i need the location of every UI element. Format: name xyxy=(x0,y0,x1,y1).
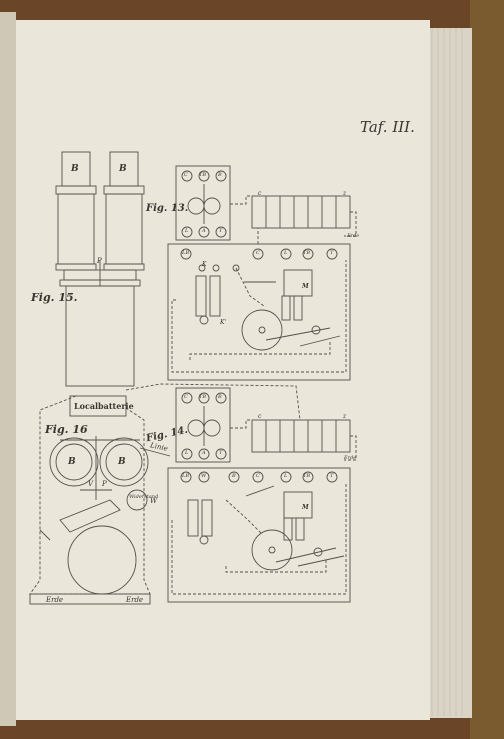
fig15-coil-left-label: B xyxy=(71,164,79,174)
fig16-earth-right-label: Erde xyxy=(126,596,144,604)
fig13-terminal-b: B xyxy=(218,172,222,178)
fig13-board-l: L xyxy=(284,250,288,256)
fig16-w-label: W xyxy=(150,497,158,505)
fig14-earth-label: Erde xyxy=(344,455,357,461)
fig13-board-lb: LB xyxy=(182,250,189,256)
fig14-terminal-c: C xyxy=(184,394,188,400)
fig14-terminal-a: A xyxy=(202,450,206,456)
fig16-coil-right-label: B xyxy=(118,457,126,467)
fig14-board-w: W xyxy=(201,473,207,479)
fig13-battery-c: c xyxy=(258,190,262,197)
fig16-caption: Fig. 16 xyxy=(45,423,88,436)
fig14-terminal-t: T xyxy=(219,450,223,456)
fig13-board-t: T xyxy=(330,250,334,256)
fig13-terminal-l: L xyxy=(185,228,189,234)
plate-title: Taf. III. xyxy=(360,118,415,136)
marbled-cover xyxy=(470,0,504,739)
fig14-terminal-tb: TB xyxy=(199,394,207,400)
fig14-board-lb: LB xyxy=(182,473,189,479)
fig14-board-b: B xyxy=(232,473,236,479)
fig13-board-c: C xyxy=(256,250,260,256)
fig15-pole-label: P xyxy=(97,257,102,265)
localbatterie-box xyxy=(69,395,127,417)
plate-page xyxy=(16,20,430,720)
fig13-board-tb: TB xyxy=(303,250,311,256)
fig13-caption: Fig. 13. xyxy=(146,203,189,214)
fig14-terminal-l: L xyxy=(185,450,189,456)
left-page-edge xyxy=(0,12,16,726)
fig13-terminal-tb: TB xyxy=(199,172,207,178)
fig14-battery-z: z xyxy=(343,413,347,420)
fig14-battery-c: c xyxy=(258,413,262,420)
fig16-p-label: P xyxy=(102,480,107,488)
fig14-magnet-label: M xyxy=(302,504,309,511)
fig15-coil-right-label: B xyxy=(119,164,127,174)
fig15-battery-label: Localbatterie xyxy=(74,401,134,411)
fig13-terminal-t: T xyxy=(219,228,223,234)
fig13-battery-z: z xyxy=(343,190,347,197)
fig16-coil-left-label: B xyxy=(68,457,76,467)
fig16-earth-left-label: Erde xyxy=(46,596,64,604)
fig14-board-t: T xyxy=(330,473,334,479)
fig15-drawing xyxy=(55,151,145,387)
fig13-coil-k: K xyxy=(202,261,207,268)
fig16-resistance-label: Widerstand xyxy=(129,494,159,500)
fig14-board-c: C xyxy=(256,473,260,479)
fig14-board-l: L xyxy=(284,473,288,479)
fig13-earth-label: Erde xyxy=(347,233,360,239)
fig14-drawing xyxy=(125,383,357,603)
fig13-coil-k-prime: K' xyxy=(220,319,227,326)
fig16-v-label: V xyxy=(88,480,94,488)
fig15-caption: Fig. 15. xyxy=(31,291,78,304)
fig13-terminal-c: C xyxy=(184,172,188,178)
fig14-terminal-b: B xyxy=(218,394,222,400)
fig13-magnet-label: M xyxy=(302,283,309,290)
fig14-board-tb: TB xyxy=(303,473,311,479)
fig13-terminal-a: A xyxy=(202,228,206,234)
fig16-drawing xyxy=(29,395,171,605)
fig13-drawing xyxy=(167,165,357,381)
